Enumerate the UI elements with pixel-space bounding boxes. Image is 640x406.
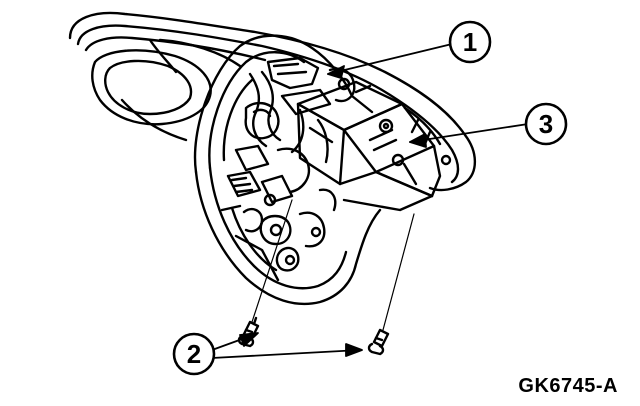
screw-alignment-lines: [251, 199, 415, 331]
callout-2: 2: [172, 332, 216, 376]
retaining-screws: [237, 316, 390, 356]
screw-right: [367, 328, 390, 356]
callout-2-label: 2: [187, 339, 201, 369]
callout-1: 1: [448, 20, 492, 64]
electronic-module: [296, 80, 442, 212]
callout-1-label: 1: [463, 27, 477, 57]
overhead-console-housing: [68, 11, 477, 192]
figure-id-label: GK6745-A: [518, 375, 618, 397]
callout-3-label: 3: [539, 109, 553, 139]
callout-3: 3: [524, 102, 568, 146]
callout-leaders: [211, 43, 529, 359]
